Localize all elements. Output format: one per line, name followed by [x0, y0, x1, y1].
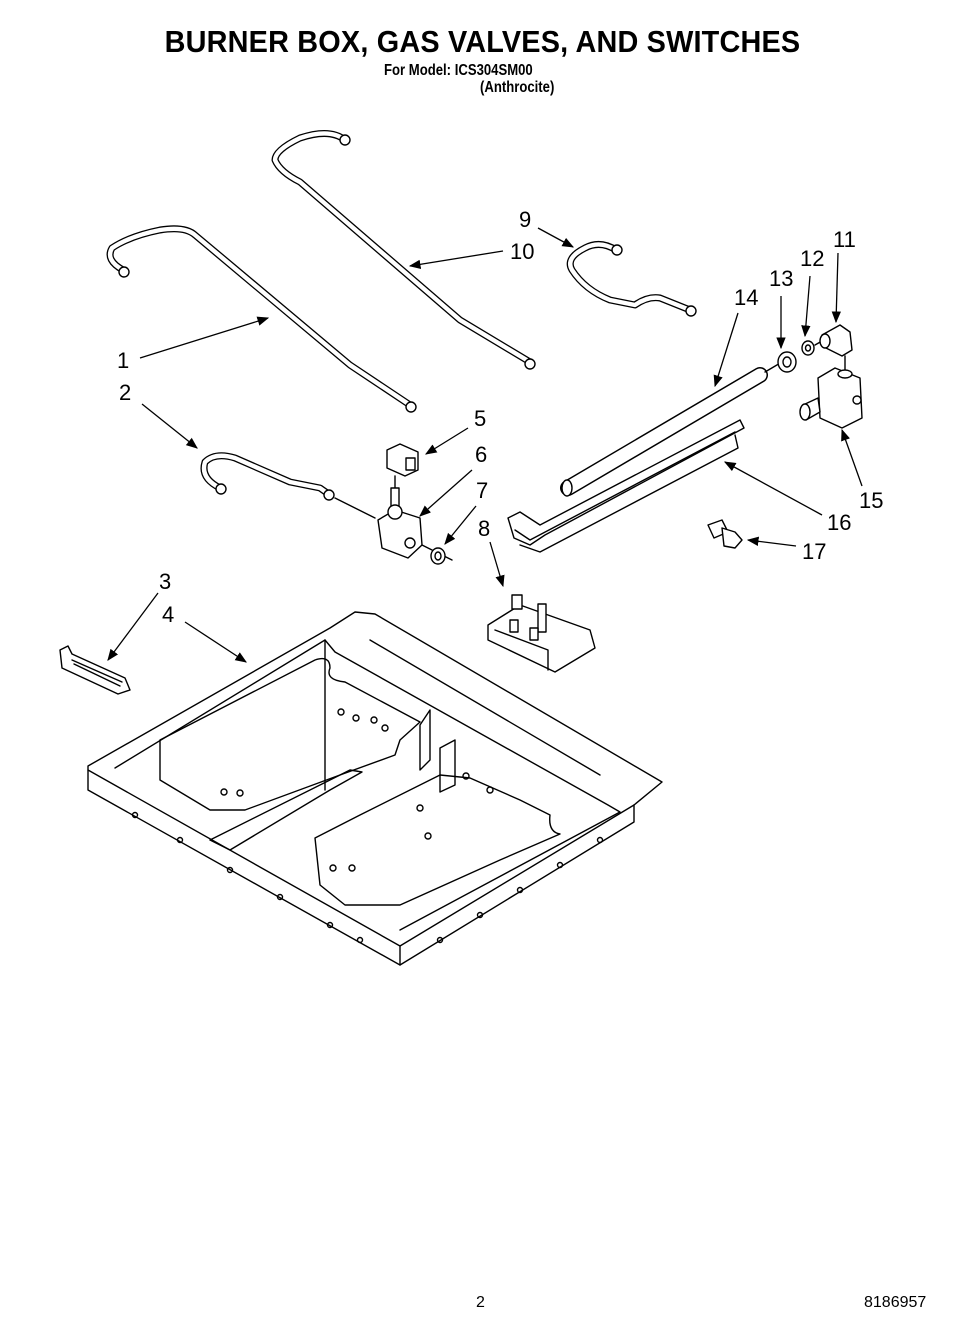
callout-6: 6 — [475, 442, 488, 467]
part-4-burner-box — [87, 611, 663, 966]
leader-16 — [723, 461, 823, 516]
leader-8 — [489, 541, 505, 588]
part-11-elbow — [819, 324, 853, 373]
leader-5 — [425, 427, 469, 455]
leader-14 — [713, 312, 739, 388]
leader-10 — [408, 250, 504, 269]
leader-11 — [831, 252, 841, 324]
leader-15 — [841, 428, 863, 487]
leader-3 — [107, 592, 159, 661]
callout-3: 3 — [159, 569, 172, 594]
callout-16: 16 — [827, 510, 852, 535]
part-16-bracket — [507, 419, 745, 553]
part-5-switch — [386, 443, 419, 489]
callout-15: 15 — [859, 488, 884, 513]
page-number: 2 — [476, 1294, 485, 1311]
leader-7 — [444, 505, 477, 545]
part-3-igniter-bracket — [59, 645, 131, 695]
leader-12 — [801, 275, 811, 338]
part-8-spark-module — [487, 594, 596, 673]
callout-1: 1 — [117, 348, 130, 373]
leader-2 — [141, 403, 198, 449]
leader-1 — [139, 316, 270, 359]
part-7-washer — [430, 547, 446, 565]
part-10-tube-long — [271, 130, 536, 370]
callout-2: 2 — [119, 380, 132, 405]
callout-7: 7 — [476, 478, 489, 503]
callout-14: 14 — [734, 285, 759, 310]
color-line: (Anthrocite) — [480, 79, 555, 96]
callout-9: 9 — [519, 207, 532, 232]
callout-17: 17 — [802, 539, 827, 564]
callout-8: 8 — [478, 516, 491, 541]
part-14-manifold-pipe — [560, 361, 783, 497]
leader-9 — [537, 227, 575, 248]
part-1-tube-long — [106, 225, 417, 413]
part-13-nut — [777, 351, 797, 373]
leader-4 — [184, 621, 247, 663]
leader-6 — [419, 469, 473, 517]
part-17-screw — [707, 519, 743, 549]
part-9-tube-short — [566, 241, 697, 317]
document-number: 8186957 — [864, 1294, 927, 1311]
leader-lines — [107, 227, 863, 663]
page-title: BURNER BOX, GAS VALVES, AND SWITCHES — [164, 24, 801, 59]
callout-4: 4 — [162, 602, 175, 627]
part-2-tube-short — [200, 452, 376, 519]
model-line: For Model: ICS304SM00 — [384, 62, 533, 79]
callout-10: 10 — [510, 239, 535, 264]
callout-13: 13 — [769, 266, 794, 291]
callout-11: 11 — [833, 227, 856, 252]
callout-12: 12 — [800, 246, 825, 271]
callout-5: 5 — [474, 406, 487, 431]
leader-17 — [746, 536, 797, 547]
part-12-washer — [801, 340, 823, 356]
part-15-regulator — [799, 367, 863, 429]
